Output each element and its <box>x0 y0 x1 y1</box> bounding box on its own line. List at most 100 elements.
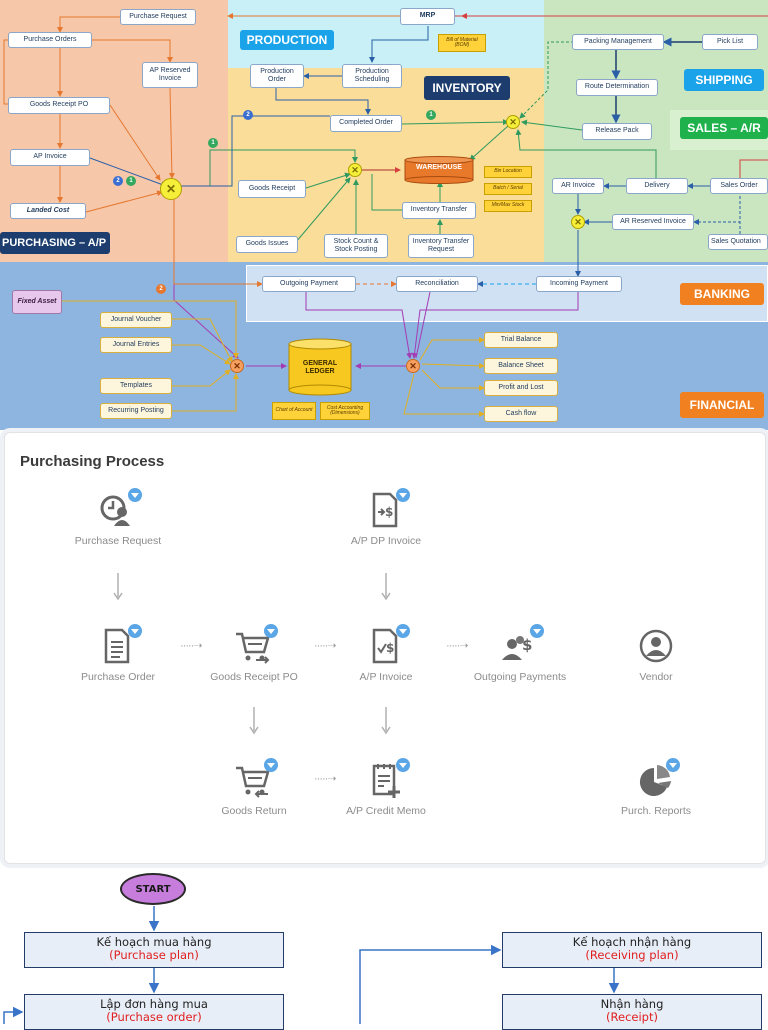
reconciliation-node[interactable]: Reconciliation <box>396 276 478 292</box>
vendor-item[interactable]: Vendor <box>606 626 706 684</box>
inventory-transfer-request-node[interactable]: Inventory Transfer Request <box>408 234 474 258</box>
banking-badge: BANKING <box>680 283 764 305</box>
general-ledger-label: GENERAL LEDGER <box>302 360 338 376</box>
cash-flow-node[interactable]: Cash flow <box>484 406 558 422</box>
arrow-down-icon <box>381 707 391 737</box>
svg-text:$: $ <box>522 636 532 654</box>
goods-receipt-po-label: Goods Receipt PO <box>210 671 298 683</box>
production-badge: PRODUCTION <box>240 30 334 50</box>
warehouse-node[interactable]: WAREHOUSE <box>404 156 474 184</box>
arrow-down-icon <box>113 573 123 603</box>
shipping-badge: SHIPPING <box>684 69 764 91</box>
ap-invoice-item[interactable]: $ A/P Invoice <box>336 624 436 684</box>
templates-node[interactable]: Templates <box>100 378 172 394</box>
chevron-down-icon[interactable] <box>264 758 278 772</box>
marker-1: 1 <box>126 176 136 186</box>
purchase-order-vi-label: Lập đơn hàng mua <box>100 997 208 1011</box>
receipt-box[interactable]: Nhận hàng (Receipt) <box>502 994 762 1030</box>
bom-tag: Bill of Material (BOM) <box>438 34 486 52</box>
recurring-posting-node[interactable]: Recurring Posting <box>100 403 172 419</box>
inventory-badge: INVENTORY <box>424 76 510 100</box>
release-pack-node[interactable]: Release Pack <box>582 123 652 140</box>
mrp-node[interactable]: MRP <box>400 8 455 25</box>
purchasing-process-panel <box>4 432 766 864</box>
svg-text:$: $ <box>386 641 394 655</box>
trial-balance-node[interactable]: Trial Balance <box>484 332 558 348</box>
chevron-down-icon[interactable] <box>530 624 544 638</box>
chevron-down-icon[interactable] <box>264 624 278 638</box>
cost-accounting-tag: Cost Accounting (Dimensions) <box>320 402 370 420</box>
chevron-down-icon[interactable] <box>396 488 410 502</box>
incoming-payment-node[interactable]: Incoming Payment <box>536 276 622 292</box>
inventory-transfer-node[interactable]: Inventory Transfer <box>402 202 476 219</box>
ap-invoice-node[interactable]: AP Invoice <box>10 149 90 166</box>
warehouse-label: WAREHOUSE <box>416 164 462 171</box>
packing-management-node[interactable]: Packing Management <box>572 34 664 50</box>
landed-cost-node[interactable]: Landed Cost <box>10 203 86 219</box>
purch-reports-item[interactable]: Purch. Reports <box>606 758 706 818</box>
balance-sheet-node[interactable]: Balance Sheet <box>484 358 558 374</box>
svg-text:$: $ <box>385 505 393 519</box>
chevron-down-icon[interactable] <box>396 758 410 772</box>
fixed-asset-node[interactable]: Fixed Asset <box>12 290 62 314</box>
document-icon <box>96 624 142 666</box>
goods-receipt-node[interactable]: Goods Receipt <box>238 180 306 198</box>
stock-count-node[interactable]: Stock Count & Stock Posting <box>324 234 388 258</box>
profit-and-lost-node[interactable]: Profit and Lost <box>484 380 558 396</box>
receiving-plan-vi-label: Kế hoạch nhận hàng <box>572 935 692 949</box>
chevron-down-icon[interactable] <box>666 758 680 772</box>
purchase-order-item[interactable]: Purchase Order <box>68 624 168 684</box>
release-merge-node: ✕ <box>506 115 520 129</box>
ap-credit-memo-item[interactable]: A/P Credit Memo <box>336 758 436 818</box>
ar-reserved-invoice-node[interactable]: AR Reserved Invoice <box>612 214 694 230</box>
receiving-plan-en-label: (Receiving plan) <box>585 948 679 963</box>
financial-badge: FINANCIAL <box>680 392 764 418</box>
sales-badge: SALES – A/R <box>680 117 768 139</box>
chevron-down-icon[interactable] <box>396 624 410 638</box>
sales-order-node[interactable]: Sales Order <box>710 178 768 194</box>
general-ledger-node[interactable]: GENERAL LEDGER <box>288 338 352 396</box>
purchase-request-item[interactable]: Purchase Request <box>68 488 168 548</box>
outgoing-payments-item[interactable]: $ Outgoing Payments <box>470 624 570 684</box>
purchase-orders-node[interactable]: Purchase Orders <box>8 32 92 48</box>
journal-entries-node[interactable]: Journal Entries <box>100 337 172 353</box>
purchase-plan-en-label: (Purchase plan) <box>109 948 199 963</box>
purchase-order-box[interactable]: Lập đơn hàng mua (Purchase order) <box>24 994 284 1030</box>
goods-receipt-po-node[interactable]: Goods Receipt PO <box>8 97 110 114</box>
ap-dp-invoice-item[interactable]: $ A/P DP Invoice <box>336 488 436 548</box>
route-determination-node[interactable]: Route Determination <box>576 79 658 96</box>
completed-order-node[interactable]: Completed Order <box>330 115 402 132</box>
journal-merge-node: ✕ <box>230 359 244 373</box>
purchase-order-label: Purchase Order <box>80 671 156 683</box>
pick-list-node[interactable]: Pick List <box>702 34 758 50</box>
clock-user-icon <box>96 488 142 530</box>
delivery-node[interactable]: Delivery <box>626 178 688 194</box>
production-order-node[interactable]: Production Order <box>250 64 304 88</box>
memo-plus-icon <box>364 758 410 800</box>
people-dollar-icon: $ <box>498 624 544 666</box>
purchase-request-node[interactable]: Purchase Request <box>120 9 196 25</box>
production-scheduling-node[interactable]: Production Scheduling <box>342 64 402 88</box>
receiving-plan-box[interactable]: Kế hoạch nhận hàng (Receiving plan) <box>502 932 762 968</box>
dotted-arrow-icon: ·····➝ <box>314 640 337 652</box>
journal-voucher-node[interactable]: Journal Voucher <box>100 312 172 328</box>
goods-receipt-po-item[interactable]: Goods Receipt PO <box>204 624 304 684</box>
start-node[interactable]: START <box>120 873 186 905</box>
purchase-request-label: Purchase Request <box>74 535 162 547</box>
chart-of-account-tag: Chart of Account <box>272 402 316 420</box>
chevron-down-icon[interactable] <box>128 624 142 638</box>
sales-quotation-node[interactable]: Sales Quotation <box>708 234 768 250</box>
outgoing-payments-label: Outgoing Payments <box>473 671 567 683</box>
bin-location-tag: Bin Location <box>484 166 532 178</box>
goods-return-item[interactable]: Goods Return <box>204 758 304 818</box>
ar-invoice-node[interactable]: AR Invoice <box>552 178 604 194</box>
chevron-down-icon[interactable] <box>128 488 142 502</box>
ap-invoice-label: A/P Invoice <box>359 671 413 683</box>
outgoing-payment-node[interactable]: Outgoing Payment <box>262 276 356 292</box>
ap-reserved-invoice-node[interactable]: AP Reserved Invoice <box>142 62 198 88</box>
goods-issues-node[interactable]: Goods Issues <box>236 236 298 253</box>
purchase-plan-vi-label: Kế hoạch mua hàng <box>96 935 212 949</box>
warehouse-cylinder-icon <box>404 156 474 184</box>
purchase-plan-box[interactable]: Kế hoạch mua hàng (Purchase plan) <box>24 932 284 968</box>
marker-1-purchasing: 1 <box>208 138 218 148</box>
